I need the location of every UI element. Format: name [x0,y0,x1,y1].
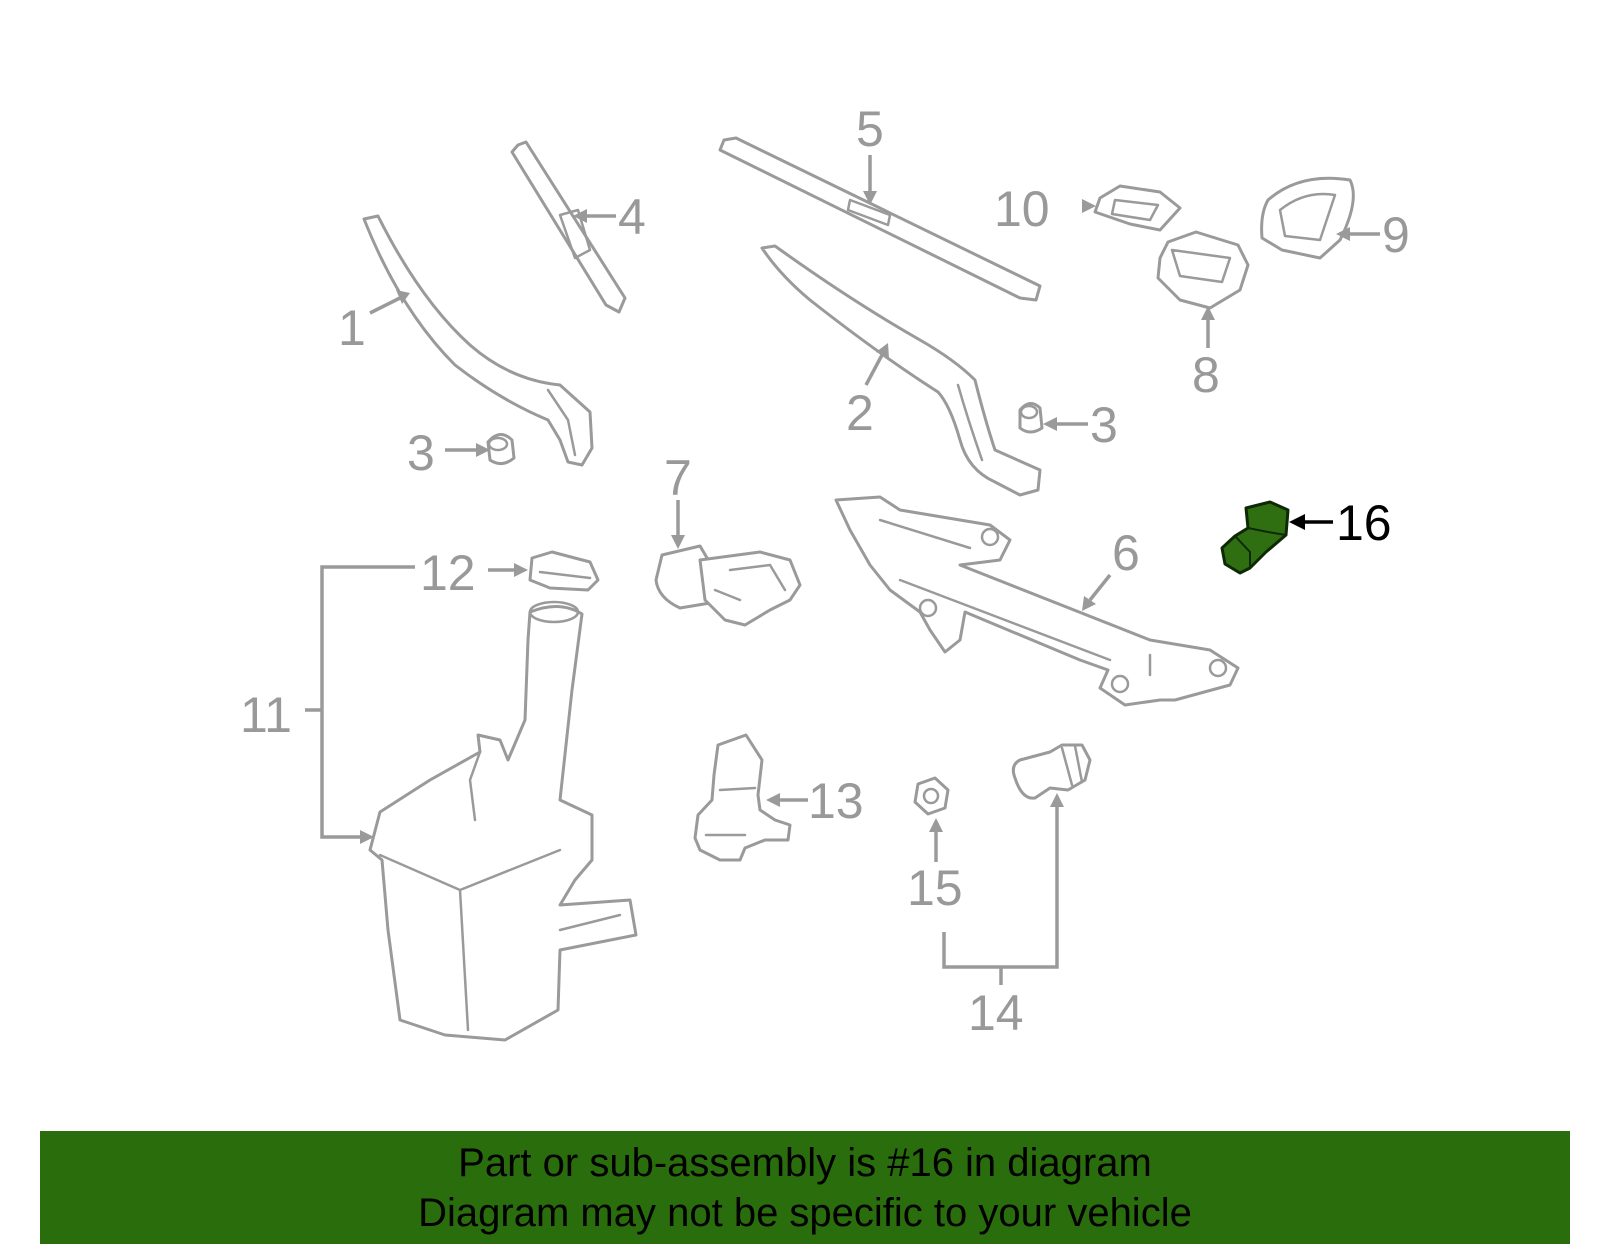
callout-11: 11 [240,687,292,743]
callout-7: 7 [664,450,692,506]
part-4-wiper-blade[interactable] [510,140,627,314]
part-2-wiper-arm[interactable] [760,244,1042,497]
part-6-wiper-linkage[interactable] [834,495,1240,707]
callout-1: 1 [338,300,366,356]
info-banner: Part or sub-assembly is #16 in diagram D… [40,1131,1570,1244]
part-9-cover[interactable] [1260,176,1355,260]
part-7-wiper-motor[interactable] [654,544,802,627]
part-12-reservoir-cap[interactable] [528,550,600,592]
banner-line-1: Part or sub-assembly is #16 in diagram [458,1140,1152,1185]
part-3-cap-left[interactable] [486,433,516,465]
callout-13: 13 [808,773,864,829]
part-1-wiper-arm[interactable] [362,214,594,467]
callout-2: 2 [846,385,874,441]
callout-3-right: 3 [1090,397,1118,453]
callout-9: 9 [1382,207,1410,263]
part-14-bolt[interactable] [1011,743,1092,800]
callout-8: 8 [1192,347,1220,403]
callout-6: 6 [1112,525,1140,581]
callout-5: 5 [856,101,884,157]
part-15-nut[interactable] [913,776,950,816]
part-8-pivot-housing[interactable] [1156,230,1250,310]
callout-10: 10 [994,181,1050,237]
callout-16[interactable]: 16 [1336,495,1392,551]
callout-15: 15 [907,860,963,916]
part-10-bracket[interactable] [1093,184,1182,232]
callout-3-left: 3 [407,425,435,481]
part-11-washer-reservoir[interactable] [368,600,638,1042]
part-13-washer-pump[interactable] [693,733,792,862]
part-3-cap-right[interactable] [1018,402,1044,434]
part-16-highlighted[interactable] [1220,500,1290,575]
callout-12: 12 [420,545,476,601]
part-5-wiper-blade[interactable] [718,136,1042,302]
banner-line-2: Diagram may not be specific to your vehi… [418,1190,1192,1235]
leader-lines [305,155,1380,985]
callout-4: 4 [618,189,646,245]
callout-14: 14 [968,985,1024,1041]
